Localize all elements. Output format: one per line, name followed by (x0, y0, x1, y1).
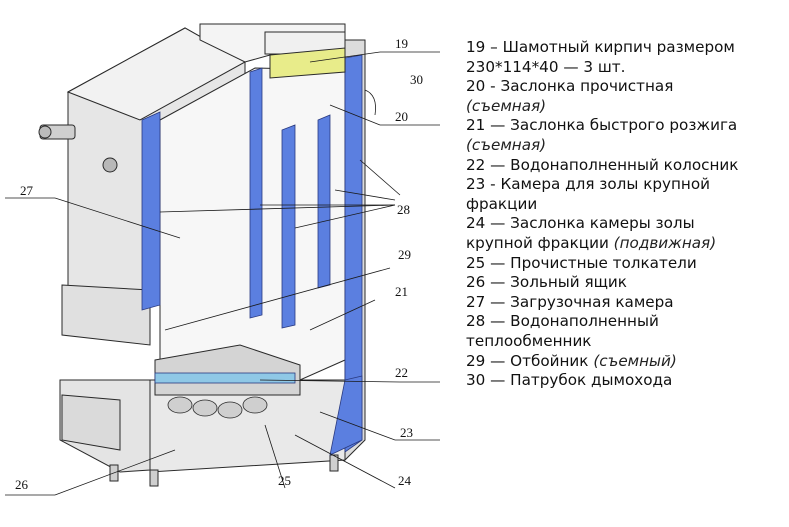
legend-number: 21 (466, 116, 486, 135)
legend-text: — Отбойник (485, 351, 594, 370)
legend-note-20: (съемная) (466, 96, 547, 115)
callout-28: 28 (397, 202, 410, 217)
legend-entry-25: 25 — Прочистные толкатели (466, 254, 788, 274)
legend-text: — Загрузочная камера (485, 292, 674, 311)
leader-lines (5, 51, 440, 496)
legend-number: 24 (466, 214, 486, 233)
legend-number: 28 (466, 312, 486, 331)
legend-entry-24-continued: крупной фракции (подвижная) (466, 234, 788, 254)
legend-entry-22: 22 — Водонаполненный колосник (466, 156, 788, 176)
cleaning-pushers (167, 396, 268, 419)
legend-number: 27 (466, 292, 486, 311)
legend-note-21: (съемная) (466, 135, 547, 154)
boiler-cutaway-diagram: 19 30 20 27 28 29 21 22 23 26 25 24 (5, 23, 440, 496)
legend-text: — Заслонка быстрого розжига (485, 116, 738, 135)
legend-note-29: (съемный) (593, 351, 677, 370)
callout-25: 25 (278, 473, 291, 488)
legend-entry-19: 19 – Шамотный кирпич размером (466, 38, 788, 58)
callout-20: 20 (395, 109, 408, 124)
legend-text: — Патрубок дымохода (485, 371, 673, 390)
inspection-port (102, 157, 118, 173)
legend-number: 30 (466, 371, 486, 390)
legend-text: — Водонаполненный (485, 312, 659, 331)
callout-23: 23 (400, 425, 413, 440)
legend-number: 23 (466, 175, 486, 194)
callout-24: 24 (398, 473, 412, 488)
legend-entry-30: 30 — Патрубок дымохода (466, 371, 788, 391)
legend-text: - Камера для золы крупной (485, 175, 711, 194)
legend-text: — Прочистные толкатели (485, 253, 697, 272)
legend-entry-27: 27 — Загрузочная камера (466, 293, 788, 313)
legend-entry-23: 23 - Камера для золы крупной (466, 175, 788, 195)
legend-number: 19 (466, 38, 486, 56)
legend-number: 29 (466, 351, 486, 370)
legend-entry-24: 24 — Заслонка камеры золы (466, 214, 788, 234)
firebrick (269, 47, 346, 79)
legend-entry-29: 29 — Отбойник (съемный) (466, 352, 788, 372)
callout-30: 30 (410, 72, 423, 87)
water-filled-grate (154, 372, 296, 384)
legend-entry-19-continued: 230*114*40 — 3 шт. (466, 58, 788, 78)
legend-text: крупной фракции (466, 233, 614, 252)
callout-21: 21 (395, 284, 408, 299)
legend-entry-20: 20 - Заслонка прочистная (466, 77, 788, 97)
parts-legend: 19 – Шамотный кирпич размером 230*114*40… (466, 38, 788, 391)
callout-27: 27 (20, 183, 34, 198)
legend-text: — Зольный ящик (485, 273, 627, 292)
side-handle (38, 124, 76, 140)
legend-text: — Водонаполненный колосник (485, 155, 739, 174)
legend-text: теплообменник (466, 331, 592, 350)
water-jacket (141, 54, 363, 456)
legend-number: 26 (466, 273, 486, 292)
legend-number: 22 (466, 155, 486, 174)
legend-entry-21: 21 — Заслонка быстрого розжига (466, 116, 788, 136)
callout-29: 29 (398, 247, 411, 262)
legend-note-24: (подвижная) (613, 233, 717, 252)
callout-22: 22 (395, 365, 408, 380)
legend-text: - Заслонка прочистная (485, 77, 674, 96)
callout-19: 19 (395, 36, 408, 51)
legend-text: – Шамотный кирпич размером (485, 38, 735, 56)
legend-text: — Заслонка камеры золы (485, 214, 695, 233)
legend-text: фракции (466, 194, 538, 213)
legend-entry-26: 26 — Зольный ящик (466, 273, 788, 293)
callout-26: 26 (15, 477, 29, 492)
legend-entry-23-continued: фракции (466, 195, 788, 215)
legend-entry-28-continued: теплообменник (466, 332, 788, 352)
legend-number: 25 (466, 253, 486, 272)
legend-number: 20 (466, 77, 486, 96)
legend-entry-28: 28 — Водонаполненный (466, 312, 788, 332)
legend-text: 230*114*40 — 3 шт. (466, 57, 626, 76)
